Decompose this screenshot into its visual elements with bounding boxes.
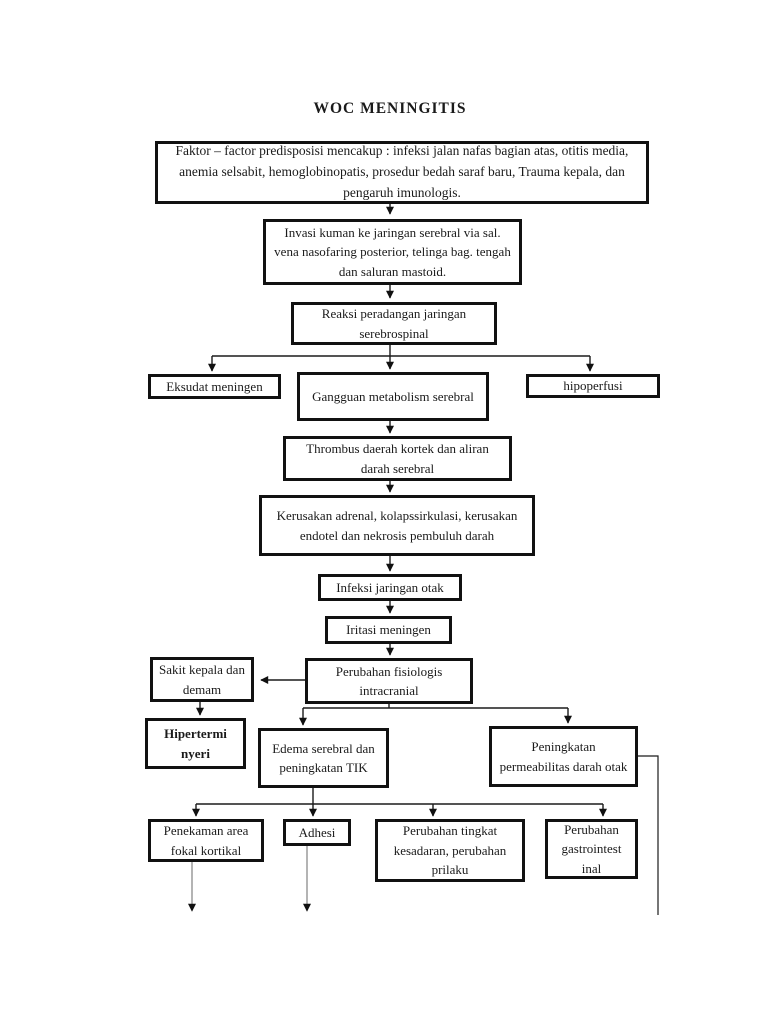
node-reaksi-peradangan: Reaksi peradangan jaringan serebrospinal <box>291 302 497 345</box>
node-gangguan-metabolism: Gangguan metabolism serebral <box>297 372 489 421</box>
page-title: WOC MENINGITIS <box>313 100 467 117</box>
node-perubahan-fisiologis: Perubahan fisiologis intracranial <box>305 658 473 704</box>
node-edema-serebral: Edema serebral dan peningkatan TIK <box>258 728 389 788</box>
node-hipertermi-nyeri: Hipertermi nyeri <box>145 718 246 769</box>
line-peningkatan-right-down <box>638 755 659 915</box>
node-perubahan-gastrointestinal: Perubahan gastrointest inal <box>545 819 638 879</box>
node-adhesi: Adhesi <box>283 819 351 846</box>
node-peningkatan-permeabilitas: Peningkatan permeabilitas darah otak <box>489 726 638 787</box>
node-infeksi-jaringan-otak: Infeksi jaringan otak <box>318 574 462 601</box>
node-eksudat-meningen: Eksudat meningen <box>148 374 281 399</box>
node-perubahan-tingkat-kesadaran: Perubahan tingkat kesadaran, perubahan p… <box>375 819 525 882</box>
node-iritasi-meningen: Iritasi meningen <box>325 616 452 644</box>
node-penekaman-area: Penekaman area fokal kortikal <box>148 819 264 862</box>
node-sakit-kepala-demam: Sakit kepala dan demam <box>150 657 254 702</box>
node-kerusakan-adrenal: Kerusakan adrenal, kolapssirkulasi, keru… <box>259 495 535 556</box>
node-invasi-kuman: Invasi kuman ke jaringan serebral via sa… <box>263 219 522 285</box>
node-faktor-predisposisi: Faktor – factor predisposisi mencakup : … <box>155 141 649 204</box>
node-hipoperfusi: hipoperfusi <box>526 374 660 398</box>
node-thrombus: Thrombus daerah kortek dan aliran darah … <box>283 436 512 481</box>
